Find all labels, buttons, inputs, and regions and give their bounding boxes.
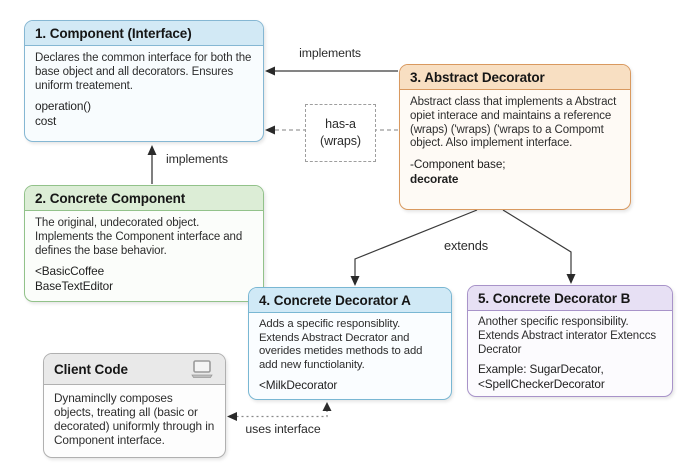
component-box-title: 1. Component (Interface) — [25, 21, 263, 46]
abstract-decorator-member-decorate: decorate — [410, 172, 459, 187]
concrete-decorator-b-example-2: <SpellCheckerDecorator — [478, 377, 605, 392]
extends-arrow-right — [502, 209, 576, 284]
abstract-decorator-description: Abstract class that implements a Abstrac… — [410, 96, 617, 150]
concrete-decorator-a-example: <MilkDecorator — [259, 378, 338, 393]
implements-top-arrow — [265, 66, 398, 76]
component-description: Declares the common interface for both t… — [35, 52, 252, 92]
concrete-component-description: The original, undecorated object. Implem… — [35, 217, 243, 257]
concrete-decorator-a-box: 4. Concrete Decorator A Adds a specific … — [248, 287, 452, 400]
laptop-icon — [189, 360, 215, 379]
concrete-component-example-1: <BasicCoffee — [35, 264, 105, 279]
has-a-label-line2: (wraps) — [320, 134, 361, 148]
uses-interface-dotted-arrow — [227, 402, 332, 421]
has-a-wraps-label: has-a (wraps) — [305, 104, 376, 162]
abstract-decorator-box: 3. Abstract Decorator Abstract class tha… — [399, 64, 631, 210]
component-interface-box: 1. Component (Interface) Declares the co… — [24, 20, 264, 142]
client-code-box: Client Code Dynaminclly composes objects… — [43, 353, 226, 458]
has-a-label-line1: has-a — [325, 117, 356, 132]
uses-interface-label: uses interface — [245, 422, 321, 436]
client-code-box-body: Dynaminclly composes objects, treating a… — [44, 385, 225, 457]
concrete-decorator-a-description: Adds a specific responsiblity. Extends A… — [259, 318, 423, 371]
concrete-decorator-b-example-1: Example: SugarDecator, — [478, 362, 604, 377]
concrete-component-box-body: The original, undecorated object. Implem… — [25, 211, 263, 300]
client-code-box-header: Client Code — [44, 354, 225, 385]
concrete-decorator-b-description: Another specific responsibility. Extends… — [478, 316, 657, 356]
concrete-component-box: 2. Concrete Component The original, unde… — [24, 185, 264, 302]
component-member-cost: cost — [35, 114, 57, 129]
concrete-decorator-a-box-body: Adds a specific responsiblity. Extends A… — [249, 313, 451, 398]
implements-top-label: implements — [299, 46, 361, 60]
concrete-component-box-title: 2. Concrete Component — [25, 186, 263, 211]
concrete-component-example-2: BaseTextEditor — [35, 279, 113, 294]
client-code-description: Dynaminclly composes objects, treating a… — [54, 391, 215, 448]
extends-label: extends — [443, 238, 489, 253]
concrete-decorator-b-box-title: 5. Concrete Decorator B — [468, 286, 672, 311]
concrete-decorator-b-box: 5. Concrete Decorator B Another specific… — [467, 285, 673, 397]
component-member-operation: operation() — [35, 99, 91, 114]
concrete-decorator-a-box-title: 4. Concrete Decorator A — [249, 288, 451, 313]
implements-left-label: implements — [166, 152, 228, 166]
component-box-body: Declares the common interface for both t… — [25, 46, 263, 135]
abstract-decorator-member-base: -Component base; — [410, 157, 506, 172]
abstract-decorator-box-title: 3. Abstract Decorator — [400, 65, 630, 90]
client-code-box-title: Client Code — [54, 362, 128, 377]
implements-left-arrow — [147, 145, 157, 184]
concrete-decorator-b-box-body: Another specific responsibility. Extends… — [468, 311, 672, 396]
abstract-decorator-box-body: Abstract class that implements a Abstrac… — [400, 90, 630, 192]
